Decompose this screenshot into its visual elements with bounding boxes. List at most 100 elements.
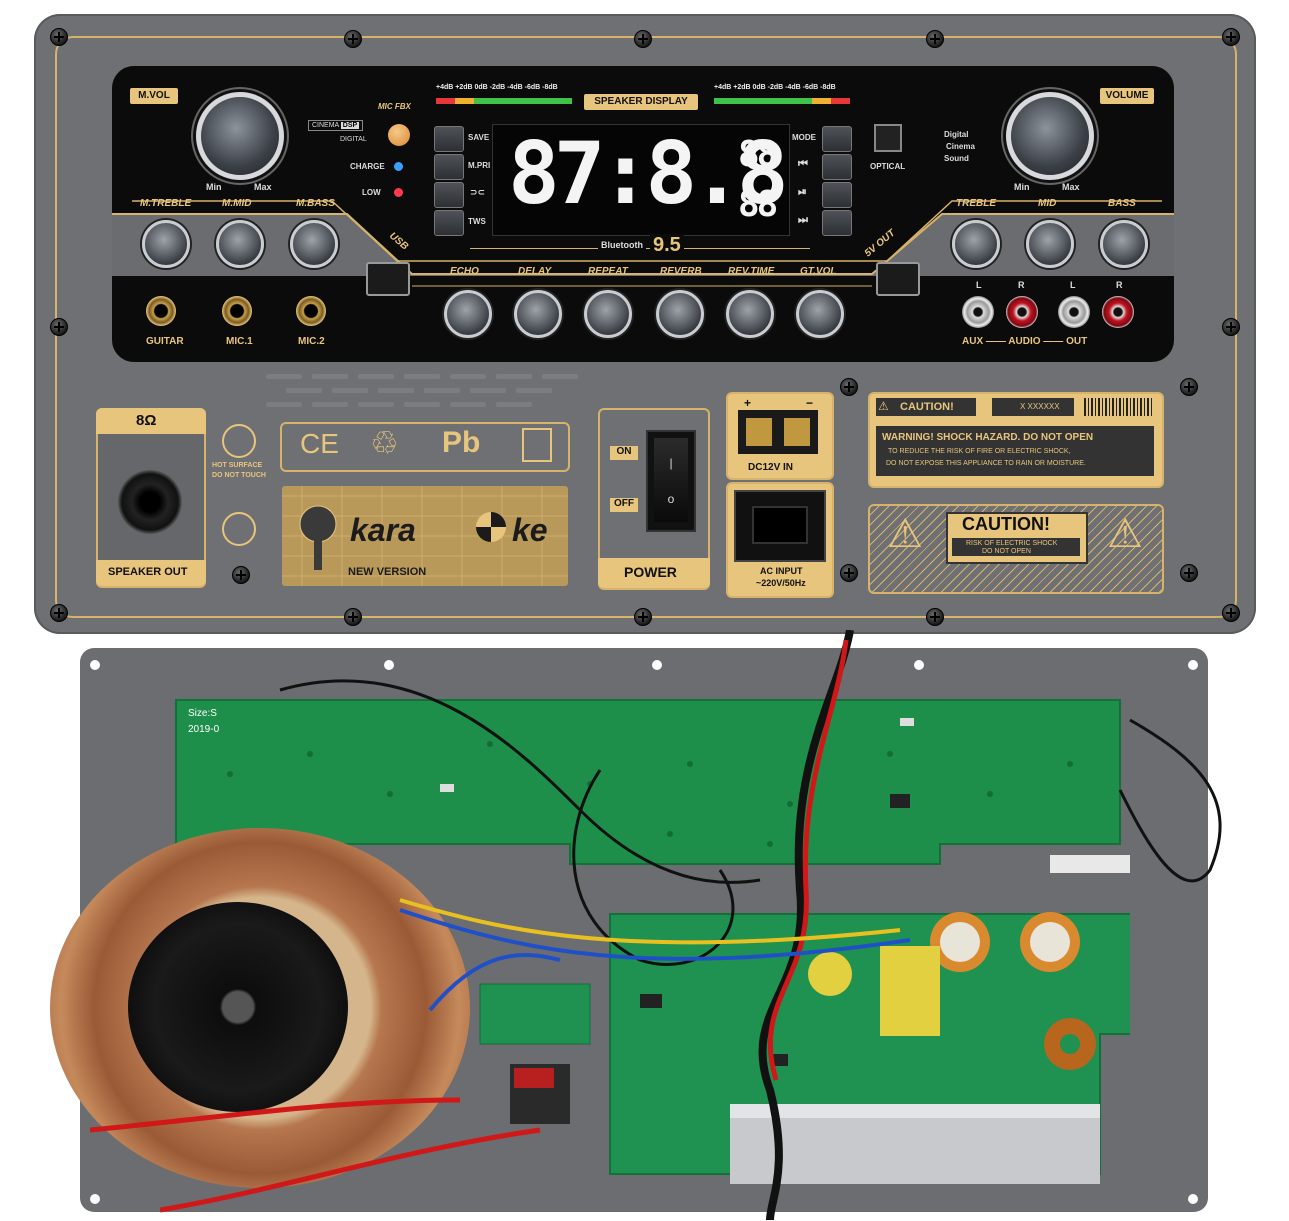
caution2-sub-1: RISK OF ELECTRIC SHOCK (966, 540, 1058, 547)
aux-in-r-jack[interactable] (1006, 296, 1038, 328)
mount-hole (1188, 660, 1198, 670)
repeat-knob[interactable] (584, 290, 632, 338)
screw-icon (232, 566, 250, 584)
charge-led-icon (394, 162, 403, 171)
mic-fbx-button[interactable] (388, 124, 410, 146)
guitar-jack[interactable] (146, 296, 176, 326)
barcode (1084, 398, 1152, 416)
dc-terminal[interactable] (738, 410, 818, 454)
echo-knob[interactable] (444, 290, 492, 338)
mic2-jack[interactable] (296, 296, 326, 326)
warning-text: WARNING! SHOCK HAZARD. DO NOT OPEN (882, 432, 1094, 443)
warning-sub-2: DO NOT EXPOSE THIS APPLIANCE TO RAIN OR … (886, 460, 1086, 467)
bass-label: BASS (1108, 198, 1136, 209)
dc-minus: − (806, 396, 814, 410)
screw-icon (50, 318, 68, 336)
sv-out-port[interactable] (876, 262, 920, 296)
screw-icon (50, 604, 68, 622)
m-mid-label: M.MID (222, 198, 252, 209)
caution2-sub-2: DO NOT OPEN (982, 548, 1031, 555)
mic2-label: MIC.2 (298, 336, 325, 347)
pcb-year-label: 2019-0 (188, 724, 220, 735)
gt-vol-label: GT.VOL (800, 266, 837, 277)
display-small-bottom: 88 (738, 184, 778, 225)
no-water-icon (222, 512, 256, 546)
db-meter-left (436, 98, 572, 104)
m-treble-label: M.TREBLE (140, 198, 192, 209)
caution1-text: CAUTION! (900, 401, 954, 413)
rev-time-label: REV.TIME (728, 266, 775, 277)
mid-knob[interactable] (1026, 220, 1074, 268)
m-bass-knob[interactable] (290, 220, 338, 268)
save-button[interactable] (434, 126, 464, 152)
display-main-digits: 87:8.8 (508, 124, 789, 224)
prev-button[interactable] (822, 154, 852, 180)
optical-label: OPTICAL (870, 162, 906, 171)
screw-icon (1180, 378, 1198, 396)
m-vol-knob[interactable] (196, 92, 284, 180)
m-bass-label: M.BASS (296, 198, 335, 209)
rca-r2-label: R (1116, 280, 1123, 290)
next-icon: ⏭ (798, 214, 808, 226)
repeat-button[interactable] (434, 182, 464, 208)
db-meter-right (714, 98, 850, 104)
caution2-text: CAUTION! (962, 514, 1050, 534)
ac-voltage-label: ~220V/50Hz (756, 578, 806, 588)
screw-icon (1222, 28, 1240, 46)
speaker-display-label: SPEAKER DISPLAY (584, 94, 698, 110)
serial-box (992, 398, 1074, 416)
speakon-jack[interactable] (118, 470, 182, 534)
karaoke-text-left: kara (350, 512, 416, 548)
screw-icon (634, 608, 652, 626)
treble-knob[interactable] (952, 220, 1000, 268)
display-small-top: 88 (738, 134, 778, 175)
optical-port[interactable] (874, 124, 902, 152)
swirl-icon (476, 512, 506, 542)
on-label: ON (610, 446, 638, 460)
m-treble-knob[interactable] (142, 220, 190, 268)
screw-icon (344, 30, 362, 48)
prev-icon: ⏮ (798, 158, 808, 170)
shock-hazard-icon: ⚠ (887, 512, 923, 556)
ce-mark: CE (300, 428, 339, 459)
tws-button[interactable] (434, 210, 464, 236)
aux-in-l-jack[interactable] (962, 296, 994, 328)
mode-button[interactable] (822, 126, 852, 152)
ac-input-label: AC INPUT (760, 566, 803, 576)
bass-knob[interactable] (1100, 220, 1148, 268)
next-button[interactable] (822, 210, 852, 236)
repeat-icon: ⊃⊂ (470, 187, 486, 197)
mic1-label: MIC.1 (226, 336, 253, 347)
hot-surface-icon (222, 424, 256, 458)
hot-surface-1: HOT SURFACE (212, 462, 263, 469)
play-pause-icon: ⏯ (798, 186, 807, 198)
m-mid-knob[interactable] (216, 220, 264, 268)
wiring (89, 630, 1222, 1221)
audio-out-r-jack[interactable] (1102, 296, 1134, 328)
gt-vol-knob[interactable] (796, 290, 844, 338)
audio-out-l-jack[interactable] (1058, 296, 1090, 328)
dsp-text: DSP (340, 122, 360, 129)
rev-time-knob[interactable] (726, 290, 774, 338)
ohm-label: 8Ω (136, 412, 157, 429)
m-pri-button[interactable] (434, 154, 464, 180)
volume-knob[interactable] (1006, 92, 1094, 180)
bt-version: 9.5 (650, 234, 684, 257)
save-label: SAVE (468, 133, 490, 142)
mic1-jack[interactable] (222, 296, 252, 326)
power-switch[interactable]: |o (646, 430, 696, 532)
iec-socket[interactable] (734, 490, 826, 562)
screw-icon (926, 608, 944, 626)
usb-port[interactable] (366, 262, 410, 296)
db-scale-right: +4dB +2dB 0dB -2dB -4dB -6dB -8dB (714, 84, 836, 91)
power-box (598, 408, 710, 590)
reverb-knob[interactable] (656, 290, 704, 338)
delay-knob[interactable] (514, 290, 562, 338)
rca-r-label: R (1018, 280, 1025, 290)
min-label: Min (206, 182, 222, 192)
new-version-label: NEW VERSION (348, 566, 427, 578)
m-pri-label: M.PRI (468, 161, 491, 170)
rca-l2-label: L (1070, 280, 1076, 290)
play-pause-button[interactable] (822, 182, 852, 208)
screw-icon (926, 30, 944, 48)
